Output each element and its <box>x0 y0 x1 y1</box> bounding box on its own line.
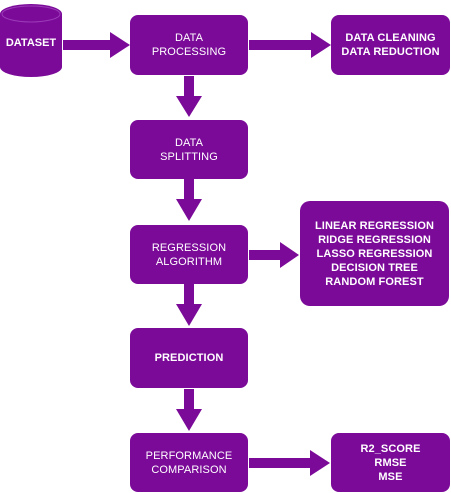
prediction-node: PREDICTION <box>130 328 248 388</box>
arrow-processing-to-cleaning <box>249 32 331 58</box>
dataset-cylinder-icon <box>0 4 62 77</box>
prediction-label: PREDICTION <box>154 352 224 364</box>
algorithm-item: RIDGE REGRESSION <box>318 233 431 246</box>
dataset-label: DATASET <box>5 37 57 49</box>
arrow-processing-to-splitting <box>176 76 202 117</box>
algorithm-item: RANDOM FOREST <box>325 275 424 288</box>
arrow-regression-to-prediction <box>176 284 202 326</box>
data-cleaning-line2: DATA REDUCTION <box>341 46 440 58</box>
algorithm-item: DECISION TREE <box>331 261 418 274</box>
algorithms-list-node: LINEAR REGRESSION RIDGE REGRESSION LASSO… <box>300 201 449 306</box>
data-cleaning-node: DATA CLEANING DATA REDUCTION <box>331 15 450 75</box>
algorithm-item: LASSO REGRESSION <box>316 247 433 260</box>
performance-line1: PERFORMANCE <box>145 449 233 462</box>
regression-algorithm-line1: REGRESSION <box>151 241 227 254</box>
arrow-prediction-to-performance <box>176 389 202 431</box>
performance-line2: COMPARISON <box>151 463 227 476</box>
data-processing-line1: DATA <box>174 32 204 44</box>
arrow-regression-to-algorithms <box>249 242 299 268</box>
data-splitting-line1: DATA <box>174 136 204 149</box>
arrow-splitting-to-regression <box>176 179 202 221</box>
regression-algorithm-node: REGRESSION ALGORITHM <box>130 225 248 284</box>
data-processing-node: DATA PROCESSING <box>130 15 248 75</box>
performance-comparison-node: PERFORMANCE COMPARISON <box>130 433 248 492</box>
metric-item: RMSE <box>374 456 407 469</box>
regression-algorithm-line2: ALGORITHM <box>155 255 223 268</box>
data-splitting-node: DATA SPLITTING <box>130 120 248 179</box>
data-cleaning-line1: DATA CLEANING <box>345 32 436 44</box>
algorithm-item: LINEAR REGRESSION <box>314 219 435 232</box>
data-processing-line2: PROCESSING <box>151 46 227 58</box>
arrow-performance-to-metrics <box>249 450 330 476</box>
metrics-node: R2_SCORE RMSE MSE <box>331 433 450 492</box>
data-splitting-line2: SPLITTING <box>160 150 218 163</box>
metric-item: R2_SCORE <box>360 442 421 455</box>
arrow-dataset-to-processing <box>63 32 130 58</box>
metric-item: MSE <box>378 470 403 483</box>
